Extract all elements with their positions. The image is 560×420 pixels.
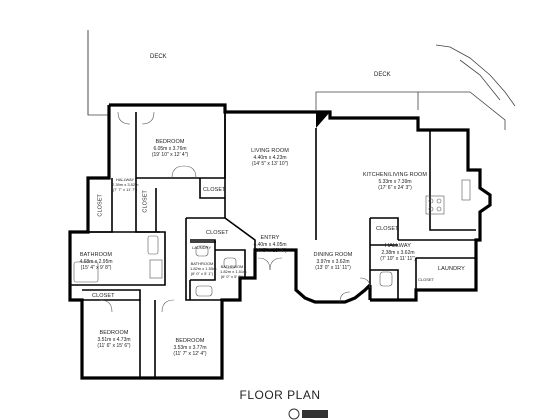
room-bath-small-1: BATHROOM 1.82m x 1.55m (6' 0" x 5' 1") <box>190 261 217 276</box>
room-dims-ft: (7' 7" x 11' 7") <box>112 186 138 192</box>
deck-outline <box>87 30 516 130</box>
room-name: BEDROOM <box>99 330 129 336</box>
room-name: KITCHEN/LIVING ROOM <box>362 172 428 178</box>
room-living: LIVING ROOM 4.40m x 4.23m (14' 5" x 13' … <box>240 148 300 167</box>
room-dims-m: 4.40m x 4.23m <box>253 154 287 161</box>
room-dims-m: 2.38m x 3.62m <box>381 249 415 256</box>
room-name: BEDROOM <box>155 139 185 145</box>
room-name: HALLWAY <box>115 177 135 182</box>
room-hallway-left: HALLWAY 2.39m x 3.52m (7' 7" x 11' 7") <box>112 177 139 192</box>
room-closet-d: CLOSET <box>206 230 229 236</box>
room-dims-ft: (7' 10" x 11' 11") <box>380 255 416 262</box>
room-dims-m: 1.82m x 1.51m <box>220 268 247 274</box>
room-closet-c: CLOSET <box>203 187 226 193</box>
room-bedroom-left: BEDROOM 3.51m x 4.73m (11' 6" x 15' 6") <box>86 330 142 349</box>
room-closet-b: CLOSET <box>142 190 149 213</box>
room-dims-ft: (17' 6" x 24' 3") <box>378 184 412 191</box>
room-closet-a: CLOSET <box>97 194 104 217</box>
room-closet-e: CLOSET <box>92 293 115 299</box>
exterior-walls <box>68 103 492 380</box>
brand-logo <box>288 408 328 420</box>
room-dims-ft: (11' 7" x 12' 4") <box>173 350 207 357</box>
room-name: BEDROOM <box>175 338 205 344</box>
room-bathroom-left: BATHROOM 4.68m x 2.95m (15' 4" x 9' 8") <box>66 252 126 271</box>
deck-label-left: DECK <box>150 54 167 60</box>
room-hallway-right: HALLWAY 2.38m x 3.62m (7' 10" x 11' 11") <box>374 243 422 262</box>
floor-plan-title: FLOOR PLAN <box>239 388 321 402</box>
room-name: HALLWAY <box>385 243 411 249</box>
room-laundry-small: LAUNDRY <box>192 245 212 250</box>
deck-label-right: DECK <box>374 72 391 78</box>
room-dims-m: 1.82m x 1.55m <box>190 265 217 271</box>
room-dims-ft: (6' 0" x 5' 1") <box>190 270 214 276</box>
room-dims-m: 3.53m x 3.77m <box>173 344 207 351</box>
room-entry: ENTRY 4.40m x 4.05m (14' 5" x 13' 4") <box>245 235 295 254</box>
room-dims-ft: (13' 0" x 11' 11") <box>315 264 351 271</box>
room-dims-ft: (15' 4" x 9' 8") <box>80 264 112 271</box>
room-dims-ft: (14' 5" x 13' 10") <box>251 160 289 167</box>
room-name: BATHROOM <box>79 252 113 258</box>
interior-walls <box>70 112 477 378</box>
room-dining: DINING ROOM 3.97m x 3.62m (13' 0" x 11' … <box>305 252 361 271</box>
room-name: LIVING ROOM <box>251 148 289 154</box>
room-laundry: LAUNDRY <box>438 266 465 272</box>
room-bedroom-main: BEDROOM 6.05m x 3.76m (19' 10" x 12' 4") <box>140 139 200 158</box>
room-closet-f: CLOSET <box>376 226 399 232</box>
room-dims-ft: (6' 0" x 5' 0") <box>220 273 244 279</box>
room-dims-ft: (19' 10" x 12' 4") <box>151 151 189 158</box>
corner-wall-fill <box>316 112 330 128</box>
room-name: BATHROOM <box>220 264 244 269</box>
room-dims-m: 2.39m x 3.52m <box>112 181 139 187</box>
room-dims-ft: (14' 5" x 13' 4") <box>253 247 287 254</box>
room-name: ENTRY <box>260 235 280 241</box>
room-dims-m: 4.40m x 4.05m <box>253 241 287 248</box>
room-dims-m: 4.68m x 2.95m <box>79 258 113 265</box>
room-closet-laundry: CLOSET <box>418 277 435 282</box>
room-bath-small-2: BATHROOM 1.82m x 1.51m (6' 0" x 5' 0") <box>220 264 247 279</box>
fixtures <box>73 111 471 313</box>
room-dims-m: 6.05m x 3.76m <box>153 145 187 152</box>
room-dims-m: 3.51m x 4.73m <box>97 336 131 343</box>
room-kitchen: KITCHEN/LIVING ROOM 5.33m x 7.39m (17' 6… <box>358 172 432 191</box>
room-dims-m: 3.97m x 3.62m <box>316 258 350 265</box>
room-bedroom-mid: BEDROOM 3.53m x 3.77m (11' 7" x 12' 4") <box>162 338 218 357</box>
room-dims-ft: (11' 6" x 15' 6") <box>97 342 131 349</box>
room-name: DINING ROOM <box>313 252 353 258</box>
room-name: BATHROOM <box>190 261 214 266</box>
room-dims-m: 5.33m x 7.39m <box>378 178 412 185</box>
